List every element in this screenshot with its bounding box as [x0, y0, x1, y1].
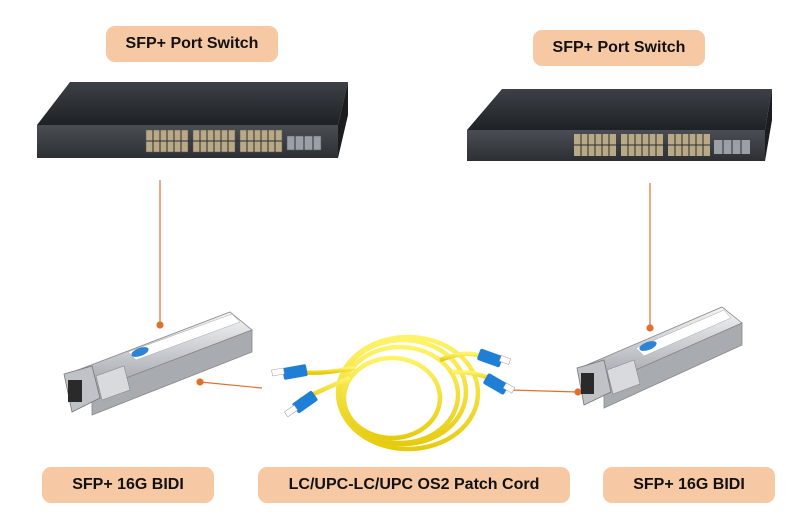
sfp-module-left — [63, 311, 253, 416]
switch-right — [467, 89, 772, 161]
lc-connectors — [271, 348, 516, 418]
switch-left — [37, 82, 348, 158]
sfp-module-right — [576, 306, 743, 409]
patch-cord-label: LC/UPC-LC/UPC OS2 Patch Cord — [258, 467, 570, 503]
patch-cord — [299, 334, 495, 452]
switch-right-label: SFP+ Port Switch — [533, 30, 705, 66]
switch-left-label: SFP+ Port Switch — [106, 26, 278, 62]
sfp-left-label: SFP+ 16G BIDI — [42, 467, 214, 503]
connector-lines — [156, 180, 654, 396]
sfp-right-label: SFP+ 16G BIDI — [603, 467, 775, 503]
